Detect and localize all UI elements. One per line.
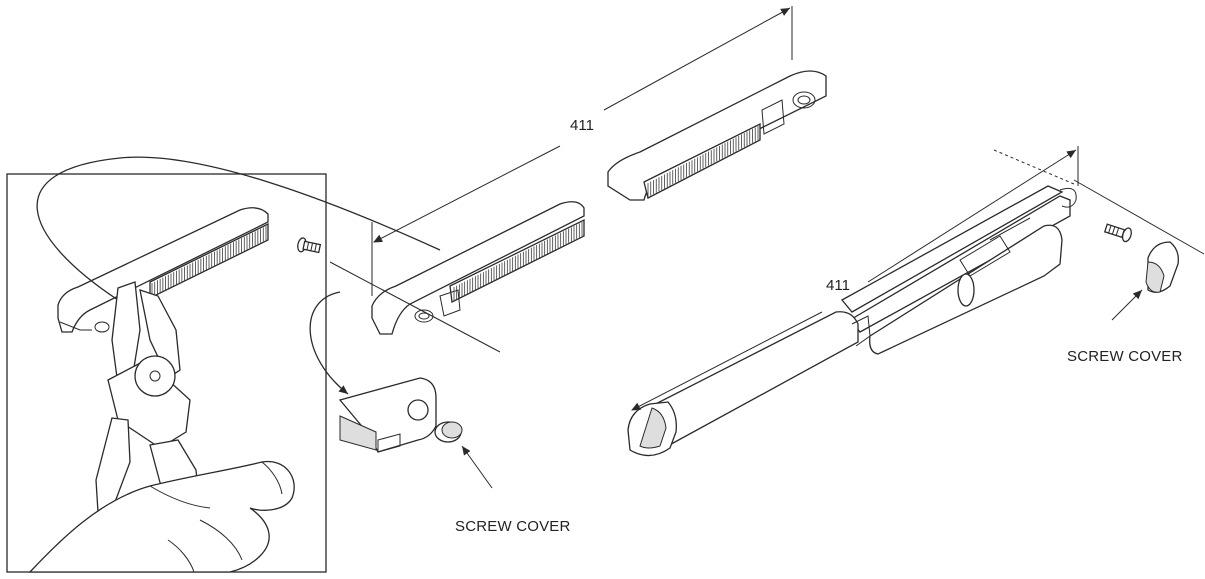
screw-left [297, 237, 322, 254]
upper-bristles [647, 126, 759, 197]
reference-line [329, 261, 501, 353]
inset-bristles [151, 226, 267, 297]
lower-dimension-value: 411 [826, 277, 850, 294]
screw-cover-right-label: SCREW COVER [1067, 348, 1183, 365]
upper-dimension: 411 [371, 6, 793, 296]
lower-dimension: 411 [631, 146, 1079, 411]
screw-cover-left-label: SCREW COVER [455, 518, 571, 535]
cutter-tool [95, 281, 201, 517]
detail-inset [6, 156, 441, 573]
lower-assembly [627, 185, 1077, 457]
screw-cover-right [1145, 241, 1179, 293]
center-bristles [453, 222, 583, 301]
right-reference-line [1073, 179, 1205, 255]
screw-cover-left [434, 421, 463, 443]
screw-cover-right-arrow [1111, 289, 1143, 321]
upper-profile [607, 70, 827, 201]
inset-profile [57, 207, 269, 333]
hand [28, 460, 295, 573]
upper-dimension-value: 411 [570, 117, 594, 134]
inset-arc [36, 156, 441, 301]
screw-cover-left-arrow [461, 445, 493, 489]
screw-right [1103, 223, 1132, 243]
end-cap-arrow [309, 291, 349, 395]
center-profile [371, 201, 585, 335]
end-cap [338, 377, 437, 453]
